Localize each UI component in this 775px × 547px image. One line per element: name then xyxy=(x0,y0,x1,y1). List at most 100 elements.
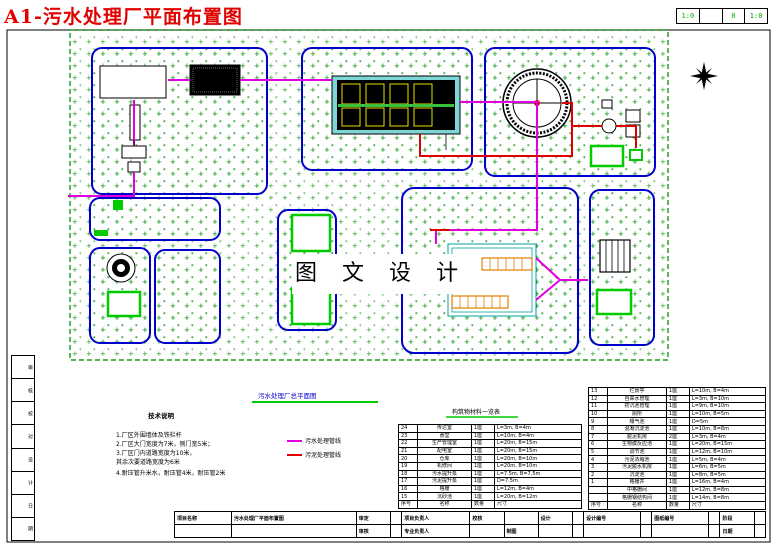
table-cell: 1座 xyxy=(470,477,495,486)
table-cell: L=20m, B=12m xyxy=(493,492,583,501)
table-cell: 名称 xyxy=(417,499,472,509)
title-block-cell: 校核 xyxy=(469,511,505,525)
table-cell: L=8m, B=5m xyxy=(688,470,767,480)
table-cell: 生物膜反应池 xyxy=(607,440,667,449)
sewage-pipeline xyxy=(68,79,588,301)
table-cell: 名称 xyxy=(607,500,667,510)
table-cell: 17 xyxy=(398,477,418,486)
title-block-cell xyxy=(503,511,539,525)
title-block-cell xyxy=(639,524,653,538)
table-cell: 曝气池 xyxy=(607,417,667,426)
title-block-cell: 设计编号 xyxy=(583,511,641,525)
green-buildings xyxy=(106,144,633,326)
table-cell: 1座 xyxy=(470,431,495,441)
table-cell: 数量 xyxy=(470,499,495,509)
corner-cell: 1:0 xyxy=(749,12,763,20)
revision-cell: 审 xyxy=(12,356,34,380)
table-cell: 序号 xyxy=(588,500,608,510)
revision-cell: 计 xyxy=(12,472,34,495)
corner-cell xyxy=(700,9,723,23)
table-cell: 19 xyxy=(398,461,418,471)
notes-line: 1.厂区外围墙体及铁栏杆 xyxy=(116,432,182,439)
table-cell: 4 xyxy=(588,455,608,464)
table-cell: L=10m, B=4m xyxy=(688,387,767,396)
table-cell: 栏景亭 xyxy=(607,387,667,396)
title-block-cell xyxy=(753,524,767,538)
building-screen-tank xyxy=(189,64,241,96)
table-cell: 配电室 xyxy=(417,446,472,456)
title-block-cell: 审定 xyxy=(355,511,391,525)
title-block-cell: 设计 xyxy=(537,511,573,525)
title-block-cell xyxy=(651,524,710,538)
title-block-cell xyxy=(174,524,232,538)
table-cell: 20 xyxy=(398,454,418,463)
revision-cell: 核 xyxy=(12,379,34,403)
table-cell: 15 xyxy=(398,492,418,501)
table-cell: 10 xyxy=(588,409,608,419)
table-cell: L=20m, B=15m xyxy=(493,446,583,456)
table-cell: L=12m, B=10m xyxy=(688,447,767,457)
title-block-cell: 制图 xyxy=(503,524,539,538)
table-cell: 初沉池管理 xyxy=(607,402,667,411)
table-cell: 1座 xyxy=(665,440,690,449)
table-row: 序号名称数量尺寸 xyxy=(398,499,583,509)
revision-cell: 校 xyxy=(12,402,34,426)
title-block-cell xyxy=(469,524,505,538)
table-cell: 脱泥机房 xyxy=(607,432,667,442)
dewatering-lines xyxy=(605,240,625,272)
green-sq-c xyxy=(629,149,643,161)
table-cell: L=3m, B=4m xyxy=(688,432,767,442)
table-cell: L=7.5m, B=7.5m xyxy=(493,469,583,479)
table-cell: 1座 xyxy=(665,447,690,457)
table-cell: 2 xyxy=(588,470,608,480)
table-cell: L=20m, B=15m xyxy=(493,439,583,448)
table-row: 序号名称数量尺寸 xyxy=(588,500,767,510)
table-cell: 沉淀池 xyxy=(607,470,667,480)
service-lines xyxy=(133,134,447,150)
table-cell: 传达室 xyxy=(417,424,472,433)
table-cell: 尺寸 xyxy=(688,500,767,510)
notes-line: 3.厂区门内道路宽度为10米， xyxy=(116,450,196,457)
table-cell: 污泥脱水机房 xyxy=(607,462,667,472)
table-cell: 自来水管理 xyxy=(607,394,667,404)
table-cell: L=10m, B=5m xyxy=(688,409,767,419)
table-cell: L=20m, B=15m xyxy=(688,440,767,449)
table-cell: 中格栅间 xyxy=(607,485,667,495)
title-block-cell xyxy=(571,524,585,538)
title-block-cell: 项目名称 xyxy=(174,511,232,525)
building-small-a xyxy=(127,161,141,173)
table-cell: 数量 xyxy=(665,500,690,510)
table-cell: 尺寸 xyxy=(493,499,583,509)
table-cell: 1座 xyxy=(665,478,690,487)
table-cell: 沉砂池 xyxy=(417,492,472,501)
table-cell: L=3m, B=4m xyxy=(493,424,583,433)
table-cell: L=12m, B=8m xyxy=(688,485,767,495)
title-block-cell: 图纸编号 xyxy=(651,511,710,525)
title-block-cell xyxy=(583,524,641,538)
revision-cell: 日 xyxy=(12,495,34,518)
table-cell: 1座 xyxy=(470,424,495,433)
drawing-banner-title: A1-污水处理厂平面布置图 xyxy=(4,6,243,28)
table-cell: 1座 xyxy=(470,492,495,501)
table-cell: 12 xyxy=(588,394,608,404)
corner-stamp: 1:0 0 1:0 xyxy=(676,8,768,24)
corner-cell: 0 xyxy=(723,9,746,23)
table-cell: L=5m, B=4m xyxy=(688,455,767,464)
legend-sewage-label: 污水处理管线 xyxy=(305,438,342,445)
table-cell: 格栅 xyxy=(417,484,472,494)
table-cell: 1座 xyxy=(665,485,690,495)
table-cell: 食堂 xyxy=(417,431,472,441)
table-cell: 机修间 xyxy=(417,461,472,471)
